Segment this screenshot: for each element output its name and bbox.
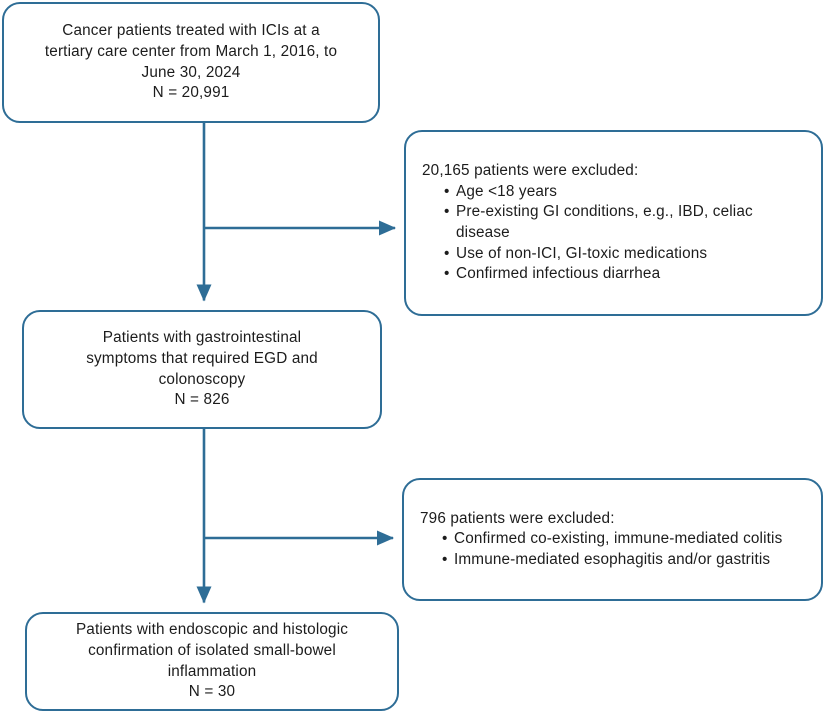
box-2-line-2: symptoms that required EGD and xyxy=(86,349,318,367)
box-2-line-3: colonoscopy xyxy=(158,370,246,388)
list-item: Pre-existing GI conditions, e.g., IBD, c… xyxy=(444,202,805,243)
box-3-count: N = 30 xyxy=(188,683,236,701)
list-item: Immune-mediated esophagitis and/or gastr… xyxy=(442,550,782,571)
box-3-line-2: confirmation of isolated small-bowel xyxy=(88,641,336,659)
exclusion-2-list: Confirmed co-existing, immune-mediated c… xyxy=(420,529,782,570)
node-box-1-source-cohort: Cancer patients treated with ICIs at a t… xyxy=(2,2,380,123)
box-3-line-3: inflammation xyxy=(167,662,257,680)
list-item: Confirmed co-existing, immune-mediated c… xyxy=(442,529,782,550)
list-item: Age <18 years xyxy=(444,182,805,203)
node-box-3-final-cohort: Patients with endoscopic and histologic … xyxy=(25,612,399,711)
list-item: Use of non-ICI, GI-toxic medications xyxy=(444,244,805,265)
node-box-2-gi-symptom-cohort: Patients with gastrointestinal symptoms … xyxy=(22,310,382,429)
exclusion-2-heading: 796 patients were excluded: xyxy=(420,509,615,527)
box-1-line-2: tertiary care center from March 1, 2016,… xyxy=(44,42,338,60)
node-exclusion-2: 796 patients were excluded: Confirmed co… xyxy=(402,478,823,601)
exclusion-1-list: Age <18 years Pre-existing GI conditions… xyxy=(422,182,805,285)
box-3-line-1: Patients with endoscopic and histologic xyxy=(75,621,349,639)
box-1-count: N = 20,991 xyxy=(152,84,230,102)
box-2-count: N = 826 xyxy=(174,391,230,409)
node-exclusion-1: 20,165 patients were excluded: Age <18 y… xyxy=(404,130,823,316)
box-1-line-1: Cancer patients treated with ICIs at a xyxy=(62,22,320,40)
exclusion-1-heading: 20,165 patients were excluded: xyxy=(422,162,639,180)
list-item: Confirmed infectious diarrhea xyxy=(444,264,805,285)
box-2-line-1: Patients with gastrointestinal xyxy=(102,329,302,347)
box-1-line-3: June 30, 2024 xyxy=(141,63,241,81)
